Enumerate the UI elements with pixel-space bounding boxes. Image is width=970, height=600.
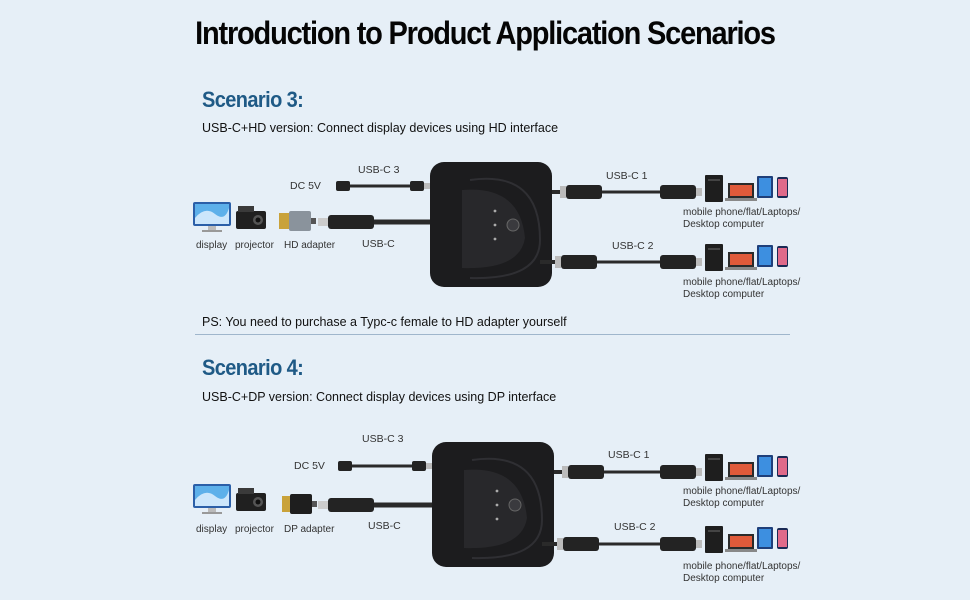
devices-1-label-line2: Desktop computer bbox=[683, 219, 765, 230]
usb-c-3-label: USB-C 3 bbox=[362, 433, 404, 445]
hd-adapter-icon bbox=[279, 211, 316, 231]
scenario-3-note: PS: You need to purchase a Typc-c female… bbox=[202, 315, 567, 329]
adapter-label: HD adapter bbox=[284, 240, 336, 251]
usb-c-1-label: USB-C 1 bbox=[606, 170, 648, 182]
adapter-label: DP adapter bbox=[284, 524, 335, 535]
scenario-4-title: Scenario 4: bbox=[202, 356, 304, 381]
desktop-computer-icon bbox=[705, 244, 723, 271]
scenario-3-title: Scenario 3: bbox=[202, 88, 304, 113]
usb-c-2-cable bbox=[542, 537, 702, 551]
desktop-computer-icon bbox=[705, 175, 723, 202]
devices-4-label-line1: mobile phone/flat/Laptops/ bbox=[683, 561, 801, 572]
usb-c-cable bbox=[318, 215, 430, 229]
usb-c-cable bbox=[318, 498, 432, 512]
projector-label: projector bbox=[235, 524, 274, 535]
desktop-computer-icon bbox=[705, 454, 723, 481]
display-icon bbox=[193, 484, 231, 514]
display-icon bbox=[193, 202, 231, 232]
usb-switch-hub-icon bbox=[430, 162, 552, 287]
usb-c-2-label: USB-C 2 bbox=[612, 240, 654, 252]
device-group-2 bbox=[705, 244, 788, 271]
devices-2-label-line1: mobile phone/flat/Laptops/ bbox=[683, 277, 801, 288]
dc-5v-label: DC 5V bbox=[290, 180, 321, 192]
usb-c-1-cable bbox=[554, 465, 702, 479]
usb-c-label: USB-C bbox=[368, 520, 401, 532]
usb-c-1-cable bbox=[552, 185, 702, 199]
dp-adapter-icon bbox=[282, 494, 317, 514]
section-divider bbox=[195, 334, 790, 335]
devices-4-label-line2: Desktop computer bbox=[683, 573, 765, 584]
projector-label: projector bbox=[235, 240, 274, 251]
dc-5v-cable bbox=[338, 461, 432, 471]
usb-c-3-label: USB-C 3 bbox=[358, 164, 400, 176]
display-label: display bbox=[196, 524, 228, 535]
usb-switch-hub-icon bbox=[432, 442, 554, 567]
usb-c-1-label: USB-C 1 bbox=[608, 449, 650, 461]
devices-1-label-line1: mobile phone/flat/Laptops/ bbox=[683, 207, 801, 218]
usb-c-2-label: USB-C 2 bbox=[614, 521, 656, 533]
page-title: Introduction to Product Application Scen… bbox=[195, 16, 776, 52]
devices-2-label-line2: Desktop computer bbox=[683, 289, 765, 300]
projector-icon bbox=[236, 488, 266, 511]
desktop-computer-icon bbox=[705, 526, 723, 553]
devices-3-label-line2: Desktop computer bbox=[683, 498, 765, 509]
scenario-3-description: USB-C+HD version: Connect display device… bbox=[202, 121, 559, 135]
display-label: display bbox=[196, 240, 228, 251]
dc-5v-label: DC 5V bbox=[294, 460, 325, 472]
device-group-1 bbox=[705, 175, 788, 202]
scenario-4-description: USB-C+DP version: Connect display device… bbox=[202, 390, 557, 404]
usb-c-label: USB-C bbox=[362, 238, 395, 250]
device-group-3 bbox=[705, 454, 788, 481]
device-group-4 bbox=[705, 526, 788, 553]
dc-5v-cable bbox=[336, 181, 430, 191]
devices-3-label-line1: mobile phone/flat/Laptops/ bbox=[683, 486, 801, 497]
projector-icon bbox=[236, 206, 266, 229]
usb-c-2-cable bbox=[540, 255, 702, 269]
